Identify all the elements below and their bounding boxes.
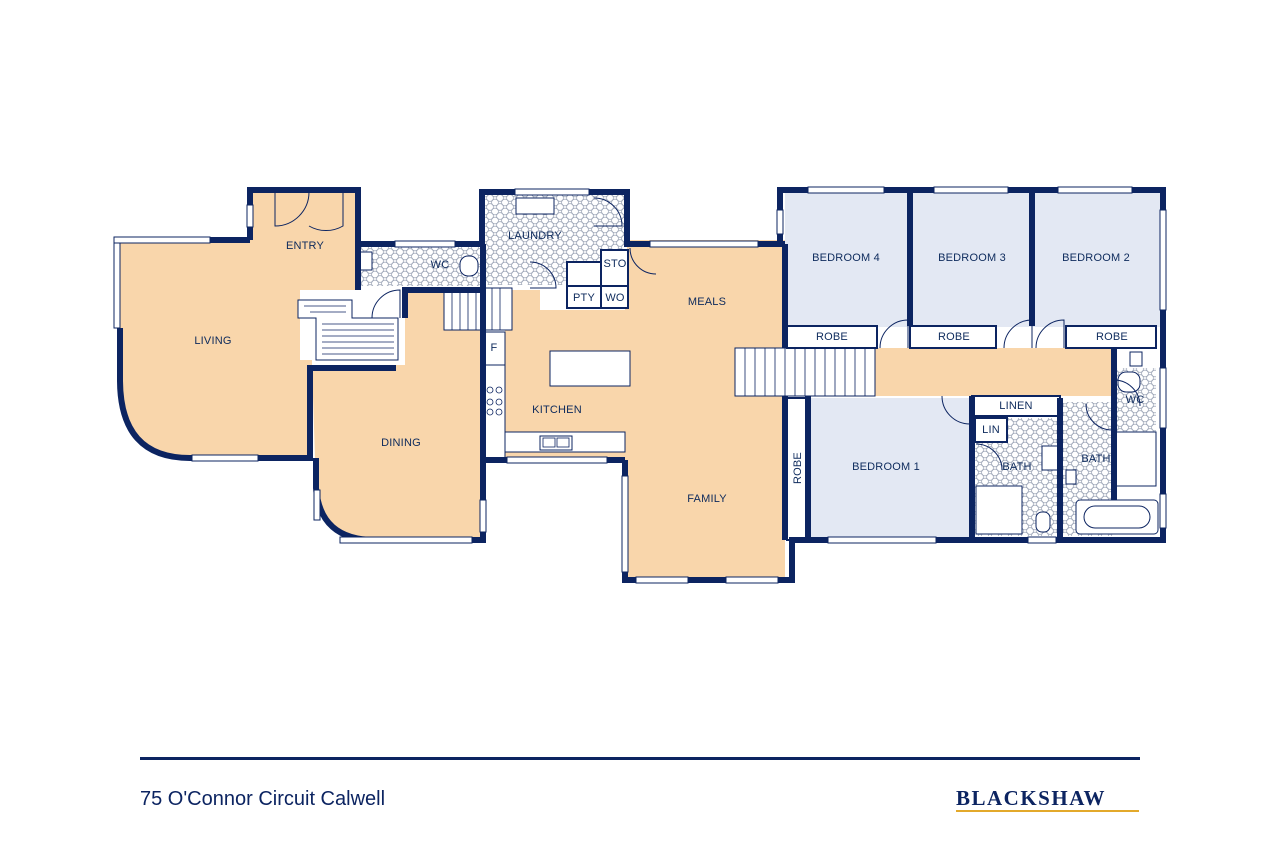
family-label: FAMILY <box>687 493 727 505</box>
lin-label: LIN <box>982 424 1000 436</box>
living-label: LIVING <box>194 335 231 347</box>
bedroom-2-label: BEDROOM 2 <box>1062 252 1130 264</box>
wc-label-2: WC <box>1126 394 1145 406</box>
dining-label: DINING <box>381 437 421 449</box>
brand-logo: BLACKSHAW <box>956 786 1107 810</box>
bathroom-fixtures <box>357 197 1159 535</box>
bedroom-3-label: BEDROOM 3 <box>938 252 1006 264</box>
fridge-label: F <box>491 342 498 354</box>
pty-label: PTY <box>573 292 595 304</box>
bedroom-1-label: BEDROOM 1 <box>852 461 920 473</box>
bath-2-label: BATH <box>1081 453 1110 465</box>
bedroom-zone-fill <box>785 192 1160 540</box>
laundry-label: LAUNDRY <box>508 230 562 242</box>
kitchen-fixtures <box>484 331 631 461</box>
wc-label-1: WC <box>431 259 450 271</box>
linen-label: LINEN <box>999 400 1032 412</box>
robe-4-label: ROBE <box>816 331 848 343</box>
bedroom-4-label: BEDROOM 4 <box>812 252 880 264</box>
brand-underline <box>956 810 1139 812</box>
footer-divider <box>140 757 1140 760</box>
property-address: 75 O'Connor Circuit Calwell <box>140 788 386 810</box>
kitchen-label: KITCHEN <box>532 404 582 416</box>
windows <box>113 186 1167 584</box>
sto-label: STO <box>603 258 626 270</box>
entry-label: ENTRY <box>286 240 325 252</box>
meals-label: MEALS <box>688 296 726 308</box>
wo-label: WO <box>605 292 625 304</box>
stairs-left <box>297 287 513 361</box>
robe-1-label: ROBE <box>792 452 804 484</box>
room-labels: ENTRY LIVING WC LAUNDRY STO PTY WO MEALS… <box>194 230 1144 505</box>
robe-3-label: ROBE <box>938 331 970 343</box>
bath-1-label: BATH <box>1002 461 1031 473</box>
stairs-right <box>734 347 876 397</box>
robe-2-label: ROBE <box>1096 331 1128 343</box>
